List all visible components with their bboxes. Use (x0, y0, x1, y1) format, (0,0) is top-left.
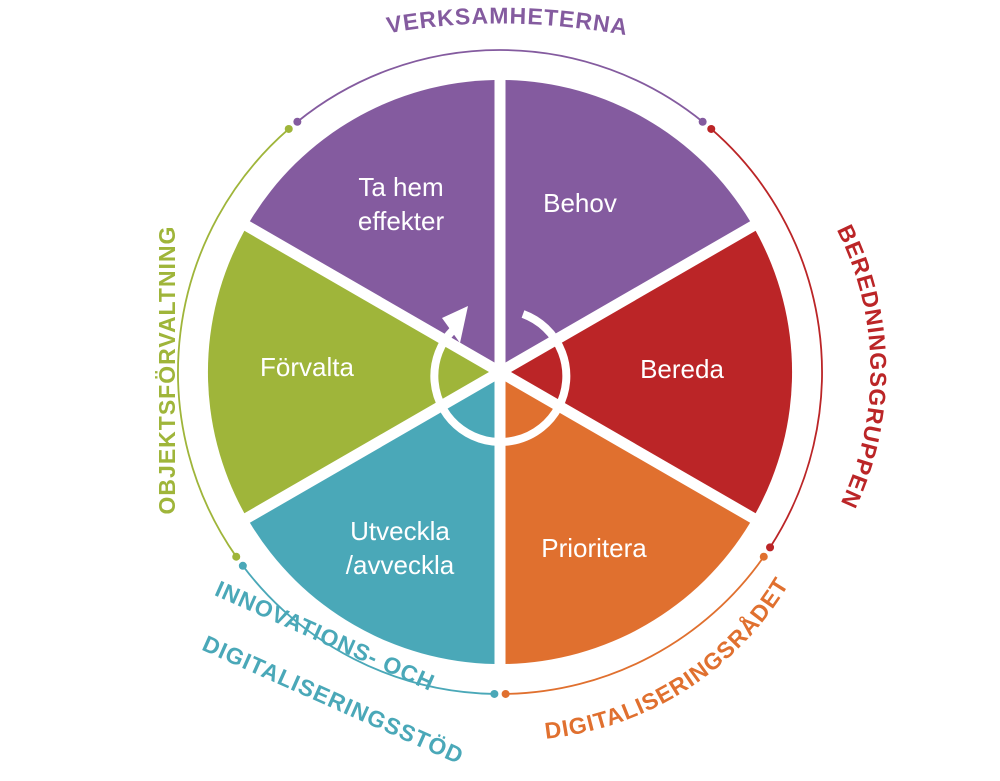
segment-behov (505, 80, 751, 363)
ring-endpoint-dot (490, 689, 499, 698)
ring-endpoint-dot (766, 543, 775, 552)
ring-arc-digitaliseringsradet (505, 556, 765, 695)
segment-bereda (511, 230, 793, 514)
ring-endpoint-dot (232, 552, 241, 561)
ring-label-verksamheterna: VERKSAMHETERNA (384, 2, 630, 40)
wheel-segments (207, 80, 793, 664)
segment-forvalta (207, 230, 489, 514)
ring-arc-verksamheterna (296, 49, 704, 123)
segment-labels: Behov Bereda Prioritera Utveckla/avveckl… (260, 172, 724, 580)
segment-label-forvalta: Förvalta (260, 352, 354, 382)
ring-endpoint-dot (759, 552, 768, 561)
segment-label-behov: Behov (543, 188, 617, 218)
segment-label-utveckla: Utveckla/avveckla (346, 516, 455, 580)
segment-label-prioritera: Prioritera (541, 533, 647, 563)
segment-label-bereda: Bereda (640, 354, 724, 384)
ring-label-objektsforvaltning: OBJEKTSFÖRVALTNING (154, 226, 180, 515)
ring-endpoint-dot (707, 124, 716, 133)
ring-arc-beredningsgruppen (710, 128, 823, 548)
ring-endpoint-dot (238, 561, 247, 570)
ring-endpoint-dot (284, 124, 293, 133)
ring-arc-objektsforvaltning (177, 128, 290, 558)
ring-endpoint-dot (501, 689, 510, 698)
segment-ta-hem (249, 80, 495, 363)
ring-arc-innovations (242, 565, 495, 695)
segment-prioritera (505, 381, 751, 664)
segment-utveckla (249, 381, 495, 664)
cycle-arrow-icon (430, 306, 571, 446)
outer-ring (177, 49, 823, 698)
ring-label-beredningsgruppen: BEREDNINGSGRUPPEN (832, 221, 891, 513)
ring-endpoint-dot (698, 117, 707, 126)
ring-endpoint-dot (293, 117, 302, 126)
